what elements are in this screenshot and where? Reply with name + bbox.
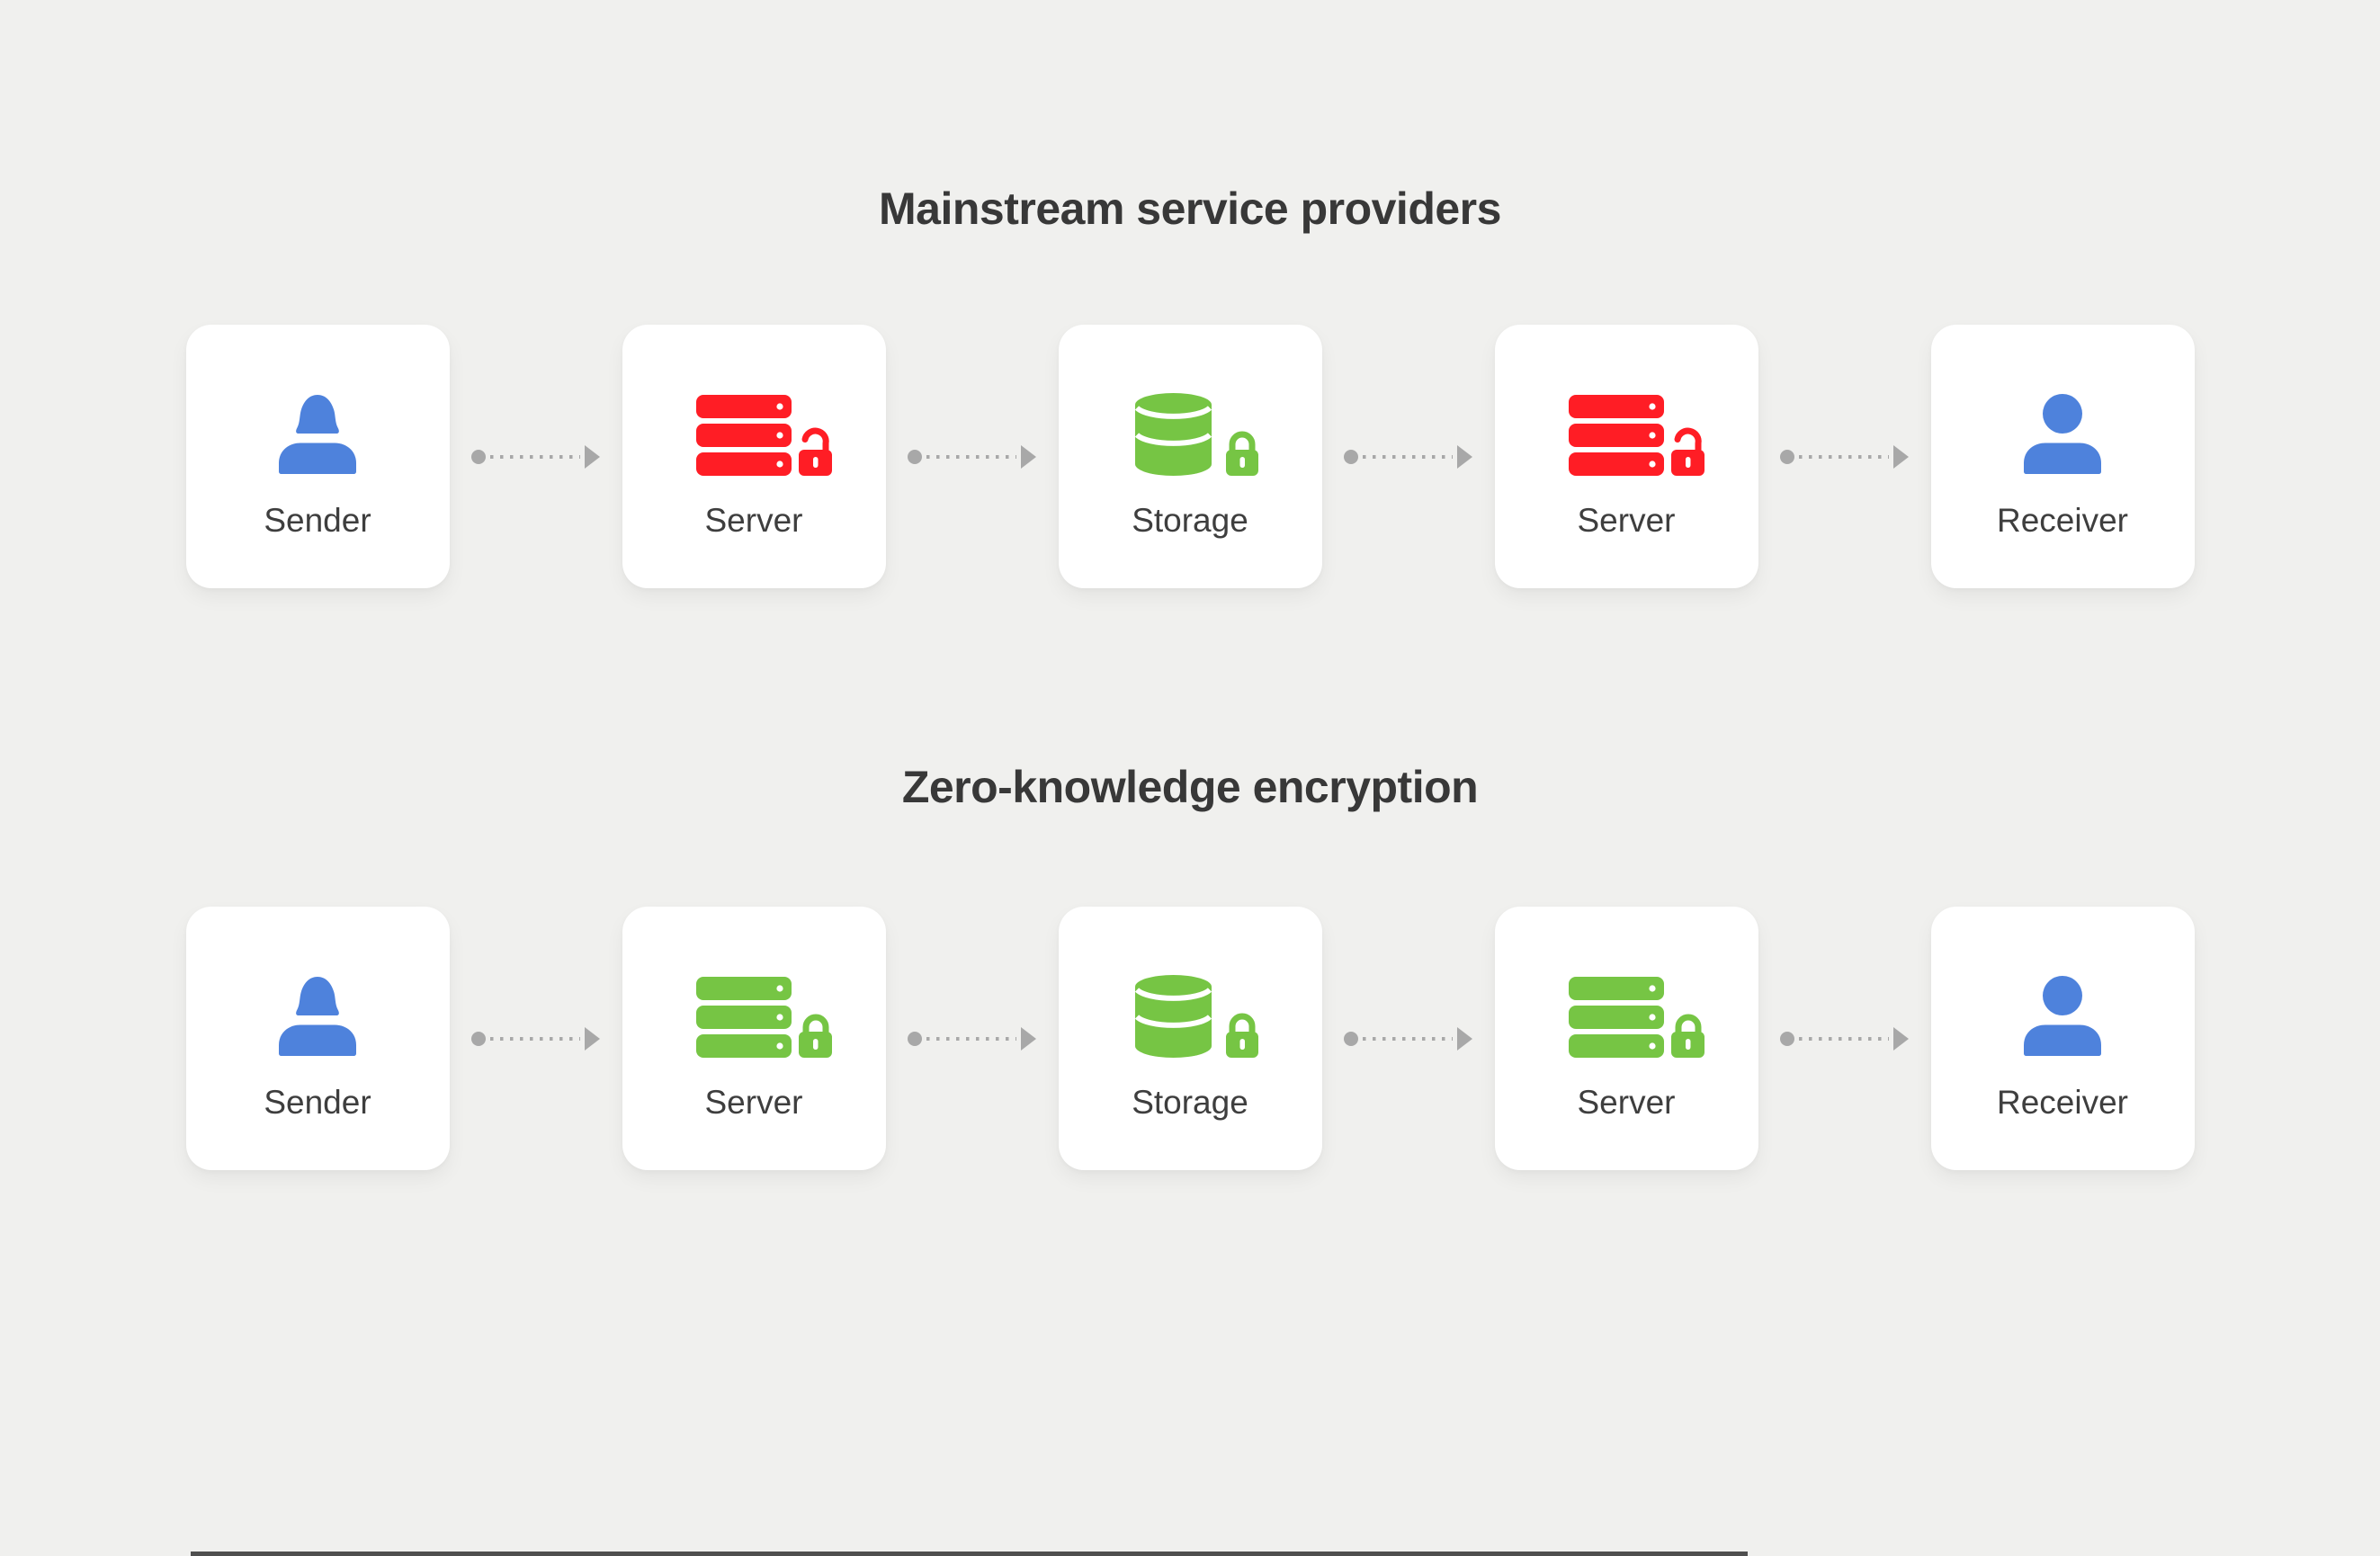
card-label: Server xyxy=(704,502,803,539)
server-locked-icon xyxy=(685,973,822,1060)
flow-arrow xyxy=(1322,1026,1495,1051)
arrow-start-dot-icon xyxy=(1344,449,1358,464)
card-server-1: Server xyxy=(622,325,886,588)
database-locked-icon xyxy=(1128,391,1252,478)
flow-arrow xyxy=(1322,444,1495,469)
arrow-dotted-line xyxy=(1363,454,1453,459)
arrow-start-dot-icon xyxy=(1780,449,1794,464)
card-storage: Storage xyxy=(1058,907,1322,1170)
card-label: Sender xyxy=(264,502,371,539)
card-label: Server xyxy=(704,1084,803,1121)
user-male-icon xyxy=(2022,391,2103,478)
card-label: Server xyxy=(1577,502,1676,539)
user-female-icon xyxy=(277,973,358,1060)
flow-arrow xyxy=(450,444,622,469)
card-server-2: Server xyxy=(1494,325,1758,588)
card-sender: Sender xyxy=(185,325,450,588)
section-title: Mainstream service providers xyxy=(879,183,1501,234)
section-title: Zero-knowledge encryption xyxy=(901,762,1479,812)
arrow-dotted-line xyxy=(1363,1036,1453,1041)
card-label: Server xyxy=(1577,1084,1676,1121)
arrow-start-dot-icon xyxy=(908,449,922,464)
card-receiver: Receiver xyxy=(1930,325,2195,588)
arrow-dotted-line xyxy=(490,454,580,459)
section-zero-knowledge: Zero-knowledge encryption Sender Server xyxy=(0,761,2380,1170)
card-receiver: Receiver xyxy=(1930,907,2195,1170)
arrowhead-icon xyxy=(1893,444,1909,469)
card-label: Storage xyxy=(1132,1084,1248,1121)
flow-arrow xyxy=(450,1026,622,1051)
arrow-start-dot-icon xyxy=(471,1031,486,1046)
card-server-2: Server xyxy=(1494,907,1758,1170)
arrow-start-dot-icon xyxy=(471,449,486,464)
arrow-dotted-line xyxy=(1799,1036,1889,1041)
arrow-dotted-line xyxy=(490,1036,580,1041)
user-female-icon xyxy=(277,391,358,478)
arrow-dotted-line xyxy=(926,1036,1016,1041)
flow-arrow xyxy=(886,1026,1059,1051)
card-sender: Sender xyxy=(185,907,450,1170)
card-label: Receiver xyxy=(1997,1084,2128,1121)
card-label: Sender xyxy=(264,1084,371,1121)
arrowhead-icon xyxy=(1893,1026,1909,1051)
server-locked-icon xyxy=(1558,973,1695,1060)
flow-row: Sender Server Storage xyxy=(0,907,2380,1170)
user-male-icon xyxy=(2022,973,2103,1060)
server-unlocked-icon xyxy=(1558,391,1695,478)
arrow-dotted-line xyxy=(926,454,1016,459)
arrowhead-icon xyxy=(1021,1026,1036,1051)
arrow-start-dot-icon xyxy=(908,1031,922,1046)
card-label: Receiver xyxy=(1997,502,2128,539)
database-locked-icon xyxy=(1128,973,1252,1060)
flow-row: Sender Server Storage xyxy=(0,325,2380,588)
arrow-dotted-line xyxy=(1799,454,1889,459)
card-storage: Storage xyxy=(1058,325,1322,588)
arrow-start-dot-icon xyxy=(1344,1031,1358,1046)
card-server-1: Server xyxy=(622,907,886,1170)
card-label: Storage xyxy=(1132,502,1248,539)
flow-arrow xyxy=(1758,444,1931,469)
arrow-start-dot-icon xyxy=(1780,1031,1794,1046)
flow-arrow xyxy=(886,444,1059,469)
flow-arrow xyxy=(1758,1026,1931,1051)
arrowhead-icon xyxy=(1457,1026,1472,1051)
arrowhead-icon xyxy=(585,1026,600,1051)
arrowhead-icon xyxy=(585,444,600,469)
bottom-edge-bar xyxy=(191,1552,1748,1556)
server-unlocked-icon xyxy=(685,391,822,478)
arrowhead-icon xyxy=(1457,444,1472,469)
section-mainstream: Mainstream service providers Sender Serv… xyxy=(0,183,2380,588)
arrowhead-icon xyxy=(1021,444,1036,469)
